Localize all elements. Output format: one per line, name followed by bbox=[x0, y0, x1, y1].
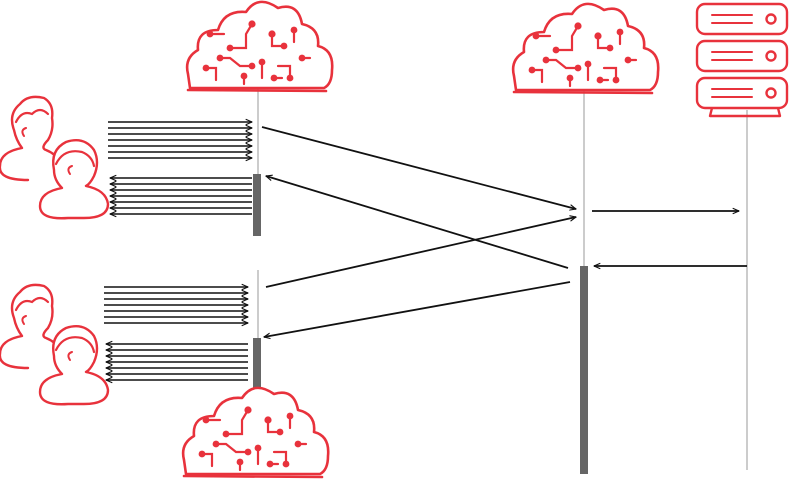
cloud-circuit-icon bbox=[511, 2, 660, 95]
activation-bar-cloud-c bbox=[580, 266, 588, 474]
server-rack-icon bbox=[695, 2, 789, 118]
activation-bar-cloud-b bbox=[253, 338, 261, 400]
message-cloud-c-to-cloud-b bbox=[264, 281, 571, 337]
message-cloud-c-to-cloud-a bbox=[266, 176, 569, 269]
activation-bar-cloud-a bbox=[253, 174, 261, 236]
user-group-icon bbox=[0, 283, 110, 406]
message-cloud-a-to-cloud-c bbox=[261, 126, 576, 209]
cross-messages bbox=[261, 126, 747, 337]
user-group-icon bbox=[0, 95, 110, 220]
cloud-circuit-icon bbox=[181, 386, 330, 479]
response-arrows-group-1 bbox=[110, 178, 252, 214]
response-arrows-group-2 bbox=[106, 344, 248, 380]
cloud-circuit-icon bbox=[185, 0, 334, 93]
request-arrows-group-2 bbox=[104, 287, 248, 323]
request-arrows-group-1 bbox=[108, 122, 252, 158]
activation-bars bbox=[253, 174, 588, 474]
message-cloud-b-to-cloud-c bbox=[265, 217, 576, 288]
